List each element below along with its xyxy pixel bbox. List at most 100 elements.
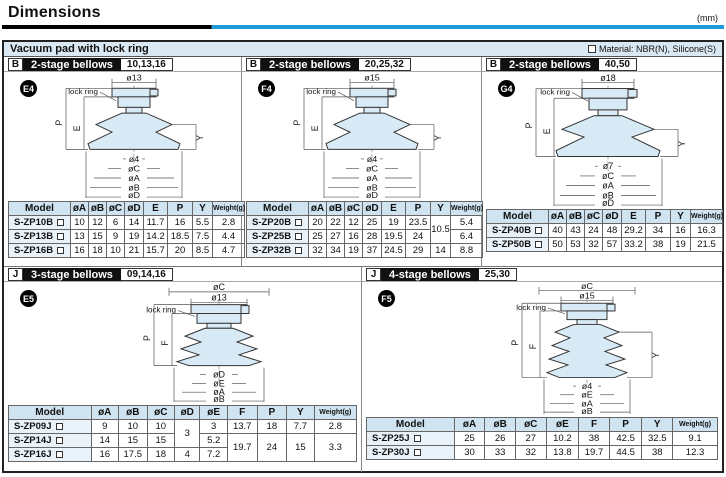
dim-b1: øC xyxy=(366,164,378,174)
dim-b2: øA xyxy=(602,181,614,191)
dim-top: ø13 xyxy=(211,293,227,303)
dim-b3: øB xyxy=(602,190,614,200)
col-oA: øA xyxy=(90,405,119,420)
dim-b0: ø4 xyxy=(367,154,378,164)
col-Y: Y xyxy=(286,405,315,420)
panel1-sizes: 10,13,16 xyxy=(120,58,173,71)
panel-2stage-40-50: B 2-stage bellows 40,50 G4 ø18 lock ring xyxy=(482,57,723,266)
model-checkbox-icon xyxy=(55,437,63,444)
model-cell: S-ZP25B xyxy=(246,229,309,244)
dim-b4: øD xyxy=(128,190,140,199)
panel3-sizes: 40,50 xyxy=(598,58,637,71)
col-model: Model xyxy=(8,201,71,216)
panel4-sizes: 09,14,16 xyxy=(120,268,173,281)
lock-ring-label: lock ring xyxy=(68,87,98,96)
panel1-diagram: ø13 lock ring P E Y ø4 øC xyxy=(54,73,205,199)
dim-top: ø15 xyxy=(364,73,380,83)
dim-b1: øE xyxy=(213,378,225,388)
model-checkbox-icon xyxy=(295,233,303,240)
panel2-sizes: 20,25,32 xyxy=(358,58,411,71)
model-cell: S-ZP50B xyxy=(486,237,549,252)
dim-E: E xyxy=(310,125,320,131)
model-checkbox-icon xyxy=(413,449,421,456)
col-oB: øB xyxy=(326,201,345,216)
col-oB: øB xyxy=(118,405,148,420)
col-oC: øC xyxy=(584,209,603,224)
model-cell: S-ZP20B xyxy=(246,215,309,230)
dim-F: F xyxy=(160,340,170,346)
table-row: S-ZP09J 9 10 10 3 3 13.7 18 7.7 2.8 xyxy=(8,419,358,448)
col-F: F xyxy=(578,417,610,432)
col-oA: øA xyxy=(70,201,89,216)
panel4-type-label: 3-stage bellows xyxy=(23,268,121,281)
dim-b0: ø7 xyxy=(603,161,614,171)
merged-P-cell: 24 xyxy=(256,433,288,462)
panel5-diagram: øC ø15 lock ring P F Y xyxy=(510,283,661,415)
col-P: P xyxy=(405,201,431,216)
dim-outer-top: øC xyxy=(213,283,226,292)
panel-3stage-09-14-16: J 3-stage bellows 09,14,16 E5 øC ø13 loc… xyxy=(4,267,362,472)
panel3-type-label: 2-stage bellows xyxy=(501,58,599,71)
merged-Y-cell: 15 xyxy=(286,433,315,462)
dim-b2: øA xyxy=(581,398,593,408)
panel5-type-letter: J xyxy=(366,268,381,281)
panel3-header: B 2-stage bellows 40,50 xyxy=(482,57,722,72)
col-Y: Y xyxy=(192,201,213,216)
dim-Y: Y xyxy=(195,135,205,141)
panel3-type-letter: B xyxy=(486,58,501,71)
dim-P: P xyxy=(510,340,520,346)
model-cell: S-ZP32B xyxy=(246,243,309,258)
col-E: E xyxy=(621,209,646,224)
model-checkbox-icon xyxy=(295,219,303,226)
col-oB: øB xyxy=(566,209,585,224)
dim-top: ø15 xyxy=(579,291,595,301)
dim-P: P xyxy=(292,120,302,126)
col-P: P xyxy=(608,417,643,432)
model-checkbox-icon xyxy=(535,227,543,234)
section-header: Vacuum pad with lock ring Material: NBR(… xyxy=(4,42,722,57)
model-checkbox-icon xyxy=(57,219,65,226)
col-oD: øD xyxy=(362,201,382,216)
panel4-type-letter: J xyxy=(8,268,23,281)
page-title: Dimensions xyxy=(8,4,101,21)
dim-outer-top: øC xyxy=(581,283,594,291)
col-Y: Y xyxy=(430,201,451,216)
col-oA: øA xyxy=(308,201,327,216)
panel1-header: B 2-stage bellows 10,13,16 xyxy=(4,57,241,72)
col-oA: øA xyxy=(453,417,486,432)
merged-Y-cell: 10.5 xyxy=(430,215,451,244)
col-model: Model xyxy=(366,417,455,432)
model-checkbox-icon xyxy=(57,233,65,240)
dim-b1: øC xyxy=(602,171,615,181)
col-model: Model xyxy=(246,201,309,216)
dim-E: E xyxy=(542,128,552,134)
panel4-diagram: øC ø13 lock ring P F øD øE xyxy=(142,283,270,403)
unit-note: (mm) xyxy=(697,13,718,23)
dim-F: F xyxy=(528,343,538,349)
col-P: P xyxy=(645,209,671,224)
dim-P: P xyxy=(524,122,534,128)
dim-b0: ø4 xyxy=(582,381,593,391)
dim-top: ø18 xyxy=(600,73,616,83)
col-oD: øD xyxy=(602,209,622,224)
col-model: Model xyxy=(486,209,549,224)
dim-E: E xyxy=(72,125,82,131)
top-panel-row: B 2-stage bellows 10,13,16 E4 ø13 lock r… xyxy=(4,57,723,267)
col-P: P xyxy=(256,405,288,420)
col-oD: øD xyxy=(174,405,201,420)
dim-b1: øC xyxy=(128,164,140,174)
col-F: F xyxy=(226,405,258,420)
panel2-badge: F4 xyxy=(258,80,275,97)
col-P: P xyxy=(167,201,193,216)
dim-P: P xyxy=(54,120,64,126)
col-model: Model xyxy=(8,405,92,420)
col-weight: Weight(g) xyxy=(313,405,358,420)
panel2-table: Model øA øB øC øD E P Y Weight(g) S-ZP20… xyxy=(246,201,483,258)
